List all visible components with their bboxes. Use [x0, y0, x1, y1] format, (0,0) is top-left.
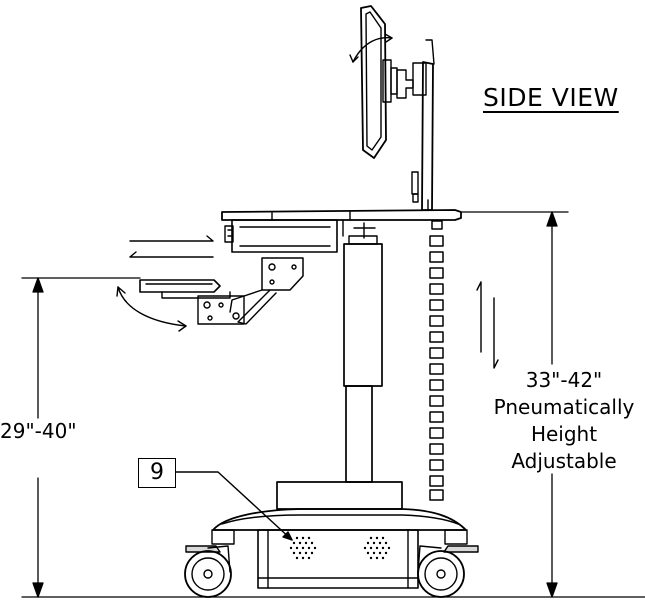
right-dimension-line: [461, 211, 569, 598]
monitor-tilt-arrow: [349, 33, 393, 63]
monitor-arm-joint: [396, 69, 414, 99]
caster-left: [184, 529, 235, 598]
keyboard-tray-arm: [197, 257, 304, 325]
height-adjust-arrows: [476, 281, 499, 369]
slide-arrows: [129, 235, 214, 258]
worksurface: [221, 209, 462, 221]
right-dimension-label: 33"-42" Pneumatically Height Adjustable: [484, 367, 644, 475]
right-dimension-range: 33"-42": [525, 368, 603, 392]
left-dimension-label: 29"-40": [0, 419, 77, 443]
height-column: [342, 219, 383, 483]
left-dimension-line: [21, 277, 645, 598]
tray-tilt-arrow: [116, 286, 187, 332]
callout-box: 9: [138, 458, 176, 488]
mast-upper: [421, 61, 434, 211]
cart-base: [212, 481, 467, 589]
right-dimension-line3: Height: [530, 422, 598, 446]
view-title: SIDE VIEW: [483, 83, 619, 112]
cable-chain: [429, 220, 444, 501]
speaker-grilles: [289, 536, 391, 560]
right-dimension-line2: Pneumatically: [493, 395, 635, 419]
callout-leader: [175, 471, 293, 541]
keyboard-tray: [139, 279, 231, 299]
monitor-mount-plate: [382, 59, 392, 103]
monitor-assembly: [360, 5, 435, 211]
keyboard-drawer: [224, 219, 338, 253]
caster-right: [417, 529, 479, 598]
monitor-screen: [360, 5, 387, 159]
right-dimension-line4: Adjustable: [511, 449, 617, 473]
